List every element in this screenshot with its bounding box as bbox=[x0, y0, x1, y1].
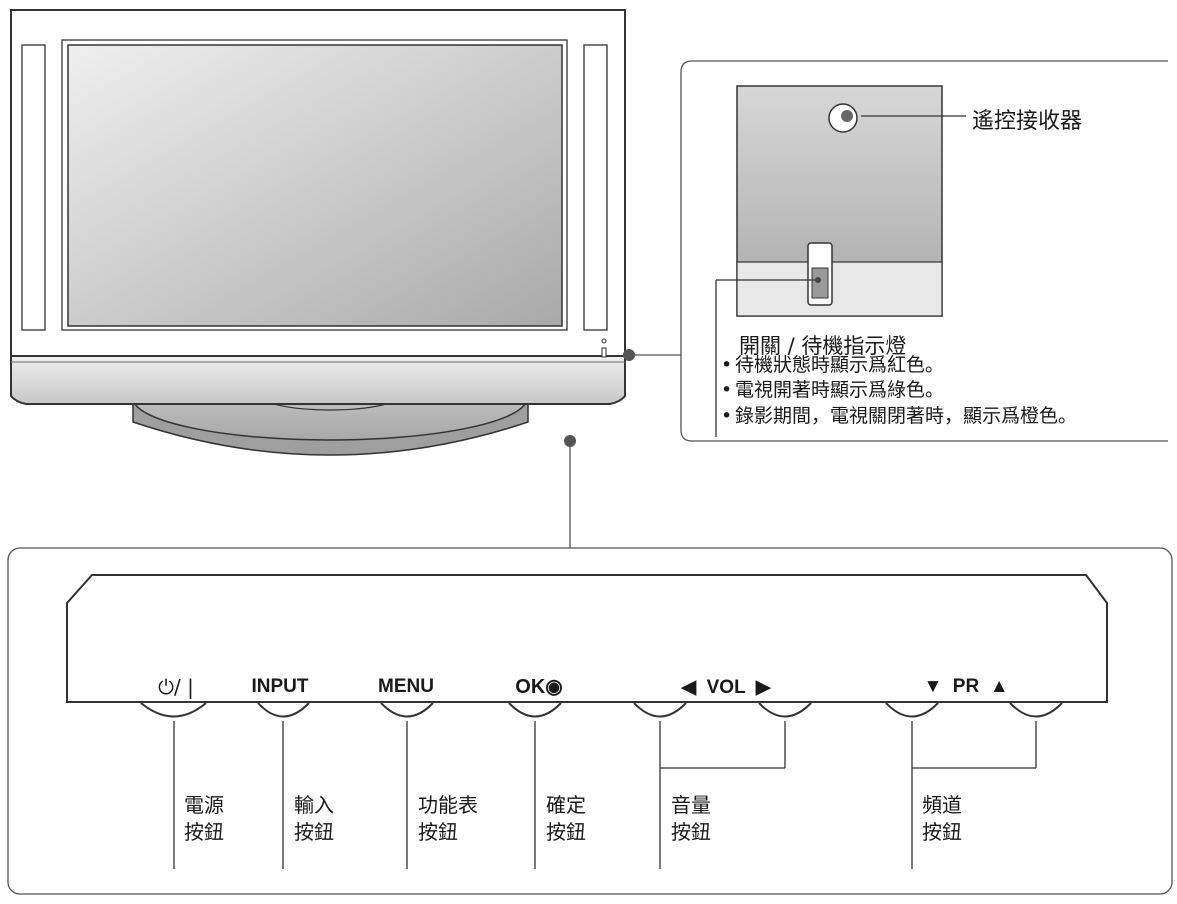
input-button-label: INPUT bbox=[251, 676, 309, 697]
indicator-note-1: •待機狀態時顯示爲紅色。 bbox=[721, 354, 945, 376]
vol-buttons-label: ◀ VOL ▶ bbox=[681, 677, 771, 698]
detail-box bbox=[680, 60, 1168, 442]
power-button-label: ⏻/ | bbox=[158, 675, 194, 699]
indicator-note-2: •電視開著時顯示爲綠色。 bbox=[721, 379, 945, 401]
ok-caption: 確定按鈕 bbox=[546, 793, 586, 844]
control-panel-box bbox=[7, 547, 1173, 895]
input-caption: 輸入按鈕 bbox=[294, 793, 334, 844]
panel-callout bbox=[564, 435, 576, 548]
ok-button-label: OK◉ bbox=[515, 676, 563, 698]
power-caption: 電源按鈕 bbox=[184, 793, 224, 844]
indicator-callout bbox=[623, 349, 681, 361]
menu-button-label: MENU bbox=[378, 676, 434, 697]
remote-sensor-label: 遙控接收器 bbox=[972, 109, 1083, 134]
tv-front bbox=[10, 9, 626, 405]
pr-buttons-label: ▼ PR ▲ bbox=[923, 676, 1009, 697]
indicator-title: 開關 / 待機指示燈 bbox=[739, 334, 907, 358]
channel-caption: 頻道按鈕 bbox=[922, 793, 962, 844]
indicator-note-3: •錄影期間，電視關閉著時，顯示爲橙色。 bbox=[721, 405, 1078, 427]
menu-caption: 功能表按鈕 bbox=[418, 793, 478, 844]
volume-caption: 音量按鈕 bbox=[671, 793, 711, 844]
